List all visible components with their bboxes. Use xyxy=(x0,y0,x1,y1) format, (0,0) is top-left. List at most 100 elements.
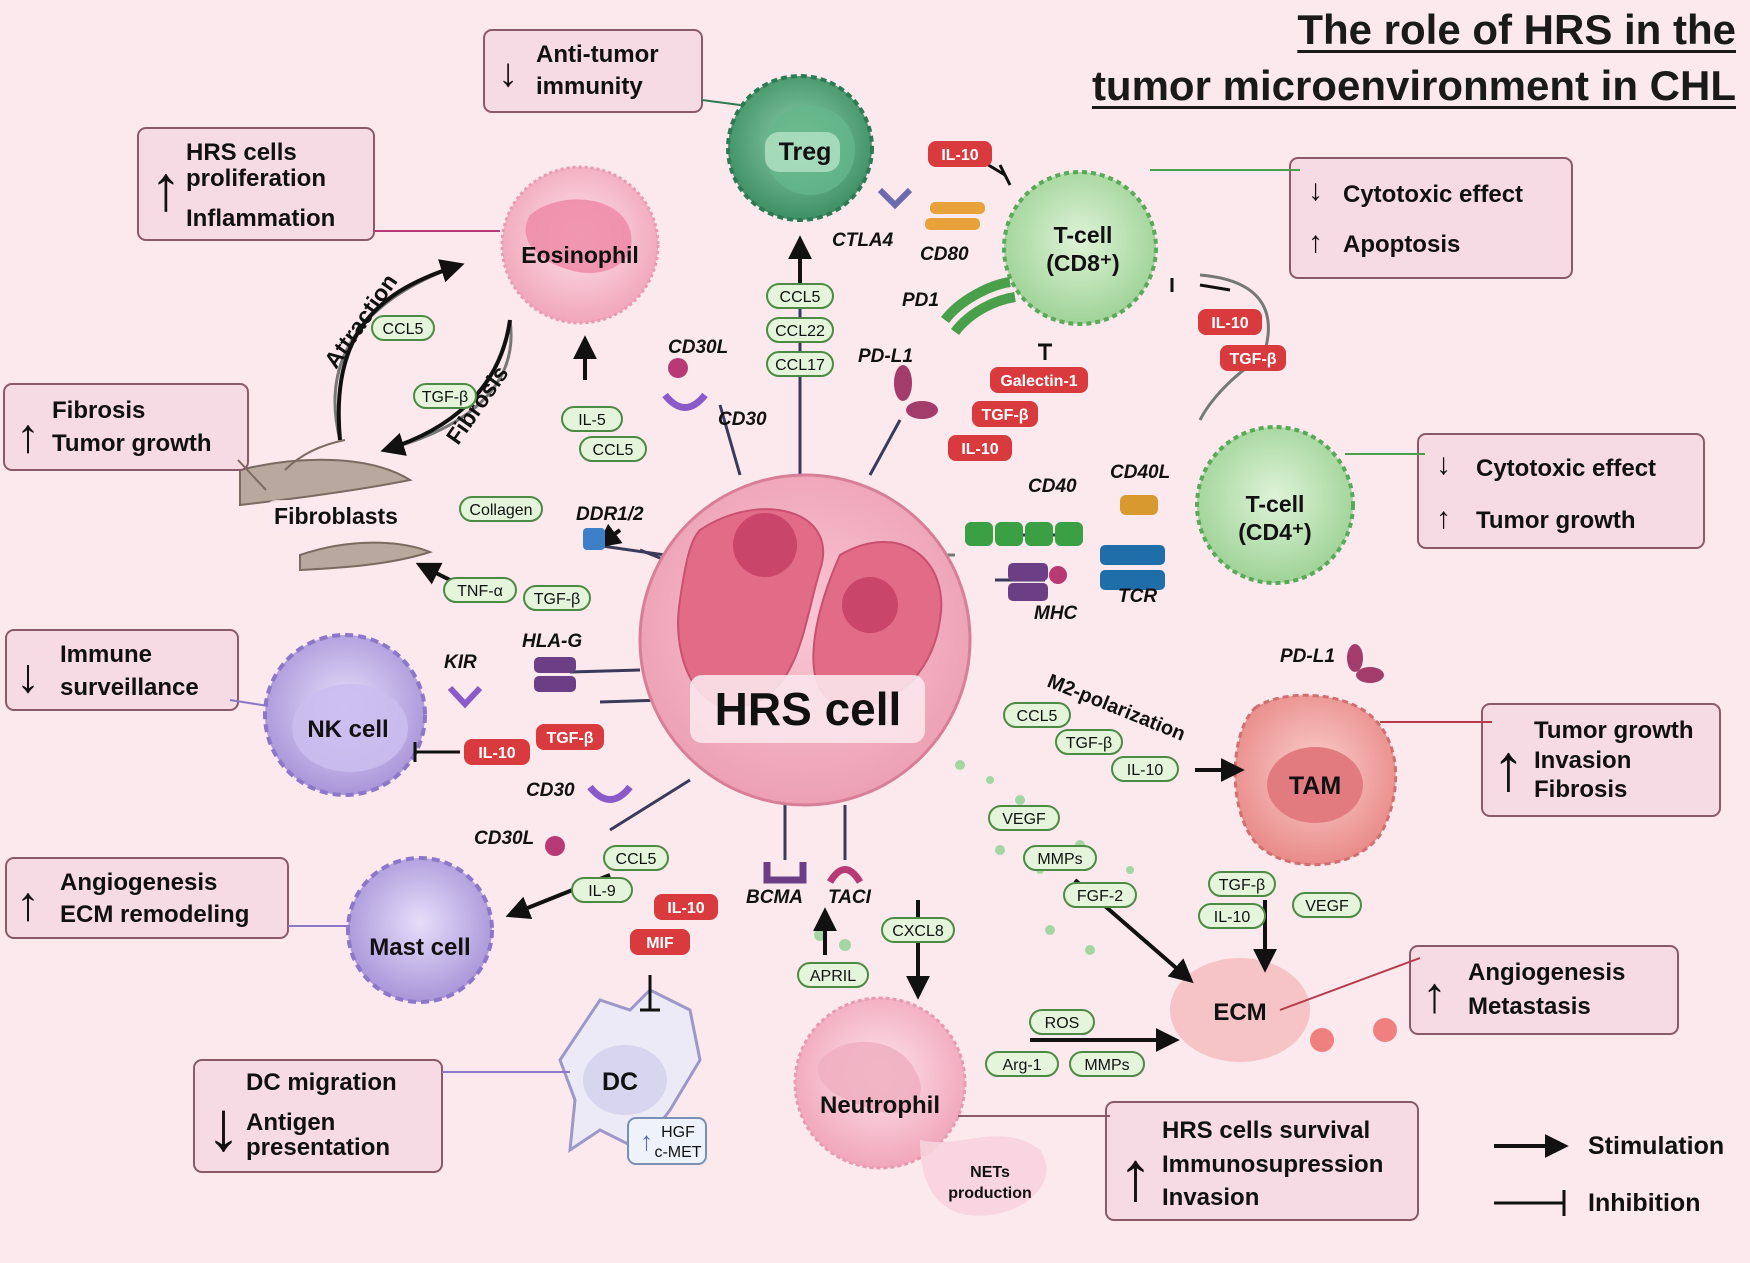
pill-ccl5-eos: CCL5 xyxy=(579,436,647,462)
svg-text:immunity: immunity xyxy=(536,73,643,100)
up-arrow-icon: ↑ xyxy=(150,152,182,224)
svg-text:FGF-2: FGF-2 xyxy=(1077,888,1123,905)
pdl1-tam-label: PD-L1 xyxy=(1280,646,1335,667)
svg-text:CCL22: CCL22 xyxy=(775,323,825,340)
svg-text:VEGF: VEGF xyxy=(1002,811,1046,828)
hrs-cell-label: HRS cell xyxy=(715,683,902,735)
tam-label: TAM xyxy=(1289,772,1341,800)
svg-text:CCL5: CCL5 xyxy=(593,442,634,459)
svg-text:IL-5: IL-5 xyxy=(578,412,606,429)
cd80-label: CD80 xyxy=(920,244,969,265)
pill-il10-dc: IL-10 xyxy=(654,894,718,920)
box-anti-tumor: ↓ Anti-tumor immunity xyxy=(483,29,741,113)
svg-text:Fibrosis: Fibrosis xyxy=(1534,776,1627,803)
pill-ccl17: CCL17 xyxy=(766,351,834,377)
svg-text:IL-10: IL-10 xyxy=(961,441,998,458)
svg-text:Inflammation: Inflammation xyxy=(186,205,335,232)
tam-cell: TAM xyxy=(1233,693,1398,867)
svg-text:Tumor growth: Tumor growth xyxy=(52,430,212,457)
pill-vegf-ecm: VEGF xyxy=(1292,892,1362,918)
receptor-shapes xyxy=(447,187,1384,884)
pill-il10-cd4: IL-10 xyxy=(1198,309,1262,335)
kir-label: KIR xyxy=(444,652,477,673)
nk-label: NK cell xyxy=(307,716,388,743)
pill-ccl5-attraction: CCL5 xyxy=(371,315,435,341)
svg-text:HRS cells: HRS cells xyxy=(186,139,297,166)
cd4-label-line1: T-cell xyxy=(1246,491,1305,517)
neutrophil-label: Neutrophil xyxy=(820,1092,940,1119)
nk-cell: NK cell xyxy=(263,633,427,797)
fibroblasts: Fibroblasts xyxy=(239,439,433,572)
box-immune-surv: ↓ Immune surveillance xyxy=(5,629,269,711)
svg-text:Metastasis: Metastasis xyxy=(1468,993,1591,1020)
svg-text:IL-10: IL-10 xyxy=(667,900,704,917)
svg-text:Immunosupression: Immunosupression xyxy=(1162,1151,1383,1178)
pill-il10-tam: IL-10 xyxy=(1111,756,1179,782)
up-arrow-icon: ↑ xyxy=(1436,502,1451,535)
pill-ccl22: CCL22 xyxy=(766,317,834,343)
svg-text:TNF-α: TNF-α xyxy=(457,583,503,600)
legend: Stimulation Inhibition xyxy=(1494,1132,1724,1217)
down-arrow-icon: ↓ xyxy=(206,1087,241,1165)
pill-il10-ecm: IL-10 xyxy=(1198,903,1266,929)
pill-mmps: MMPs xyxy=(1023,845,1097,871)
svg-text:TGF-β: TGF-β xyxy=(546,730,593,747)
pill-tgfb-fibrosis: TGF-β xyxy=(413,383,477,409)
mhc-label: MHC xyxy=(1034,603,1078,624)
mast-label: Mast cell xyxy=(369,934,470,961)
pill-tgfb-fib2: TGF-β xyxy=(523,585,591,611)
svg-text:Fibrosis: Fibrosis xyxy=(52,397,145,424)
pill-vegf: VEGF xyxy=(988,805,1060,831)
svg-text:IL-10: IL-10 xyxy=(941,147,978,164)
title-line-2: tumor microenvironment in CHL xyxy=(1091,62,1736,109)
dc-label: DC xyxy=(602,1068,638,1096)
up-arrow-icon: ↑ xyxy=(1422,967,1447,1023)
svg-text:TGF-β: TGF-β xyxy=(422,389,469,406)
box-ecm-effect: ↑ Angiogenesis Metastasis xyxy=(1279,945,1679,1035)
fibroblasts-label: Fibroblasts xyxy=(274,503,398,529)
svg-text:MMPs: MMPs xyxy=(1084,1057,1129,1074)
pill-mif: MIF xyxy=(630,929,690,955)
receptor-labels: CTLA4 CD80 PD1 PD-L1 CD30L CD30 DDR1/2 C… xyxy=(444,230,1335,908)
cd8-label-line1: T-cell xyxy=(1054,222,1113,248)
treg-label: Treg xyxy=(779,138,832,166)
box-cd4-effect: ↓ Cytotoxic effect ↑ Tumor growth xyxy=(1345,433,1705,549)
svg-text:HGF: HGF xyxy=(661,1124,695,1141)
cd30l-mast-label: CD30L xyxy=(474,828,534,849)
svg-text:Anti-tumor: Anti-tumor xyxy=(536,41,659,68)
neutrophil-cell: Neutrophil NETs production xyxy=(793,996,1047,1216)
svg-text:Invasion: Invasion xyxy=(1534,747,1631,774)
hrs-cell: HRS cell xyxy=(638,473,972,807)
hgf-up-arrow: ↑ xyxy=(640,1126,653,1156)
svg-text:TGF-β: TGF-β xyxy=(534,591,581,608)
up-arrow-icon: ↑ xyxy=(1308,226,1323,259)
title-line-1: The role of HRS in the xyxy=(1297,6,1736,53)
cd40l-label: CD40L xyxy=(1110,462,1170,483)
taci-label: TACI xyxy=(828,887,872,908)
cd8-tcell: T-cell (CD8⁺) xyxy=(1002,170,1158,326)
svg-text:TGF-β: TGF-β xyxy=(1066,735,1113,752)
svg-text:CXCL8: CXCL8 xyxy=(892,923,944,940)
pill-il10-cd8: IL-10 xyxy=(948,435,1012,461)
svg-text:Apoptosis: Apoptosis xyxy=(1343,231,1460,258)
up-arrow-icon: ↑ xyxy=(16,878,40,931)
box-dc-mig: ↓ DC migration Antigen presentation xyxy=(193,1059,570,1173)
cd8-label-line2: (CD8⁺) xyxy=(1046,250,1119,276)
down-arrow-icon: ↓ xyxy=(1308,174,1323,207)
svg-text:CCL17: CCL17 xyxy=(775,357,825,374)
svg-text:APRIL: APRIL xyxy=(810,968,856,985)
pill-tgfb-nk: TGF-β xyxy=(536,724,604,750)
legend-inhibition: Inhibition xyxy=(1588,1189,1700,1217)
effect-boxes: ↓ Anti-tumor immunity ↑ HRS cells prolif… xyxy=(3,29,1721,1221)
dc-cell: DC xyxy=(558,988,702,1154)
pill-tgfb-cd8: TGF-β xyxy=(972,401,1038,427)
svg-text:Immune: Immune xyxy=(60,641,152,668)
hlag-label: HLA-G xyxy=(522,631,582,652)
cd30-mast-label: CD30 xyxy=(526,780,575,801)
inhibitory-pills: IL-10 Galectin-1 TGF-β IL-10 IL-10 TGF-β… xyxy=(464,141,1286,955)
pill-hgf-cmet: ↑ HGF c-MET xyxy=(627,1117,707,1165)
svg-text:MMPs: MMPs xyxy=(1037,851,1082,868)
pill-ccl5-tam: CCL5 xyxy=(1003,702,1071,728)
mast-cell: Mast cell xyxy=(346,856,494,1004)
